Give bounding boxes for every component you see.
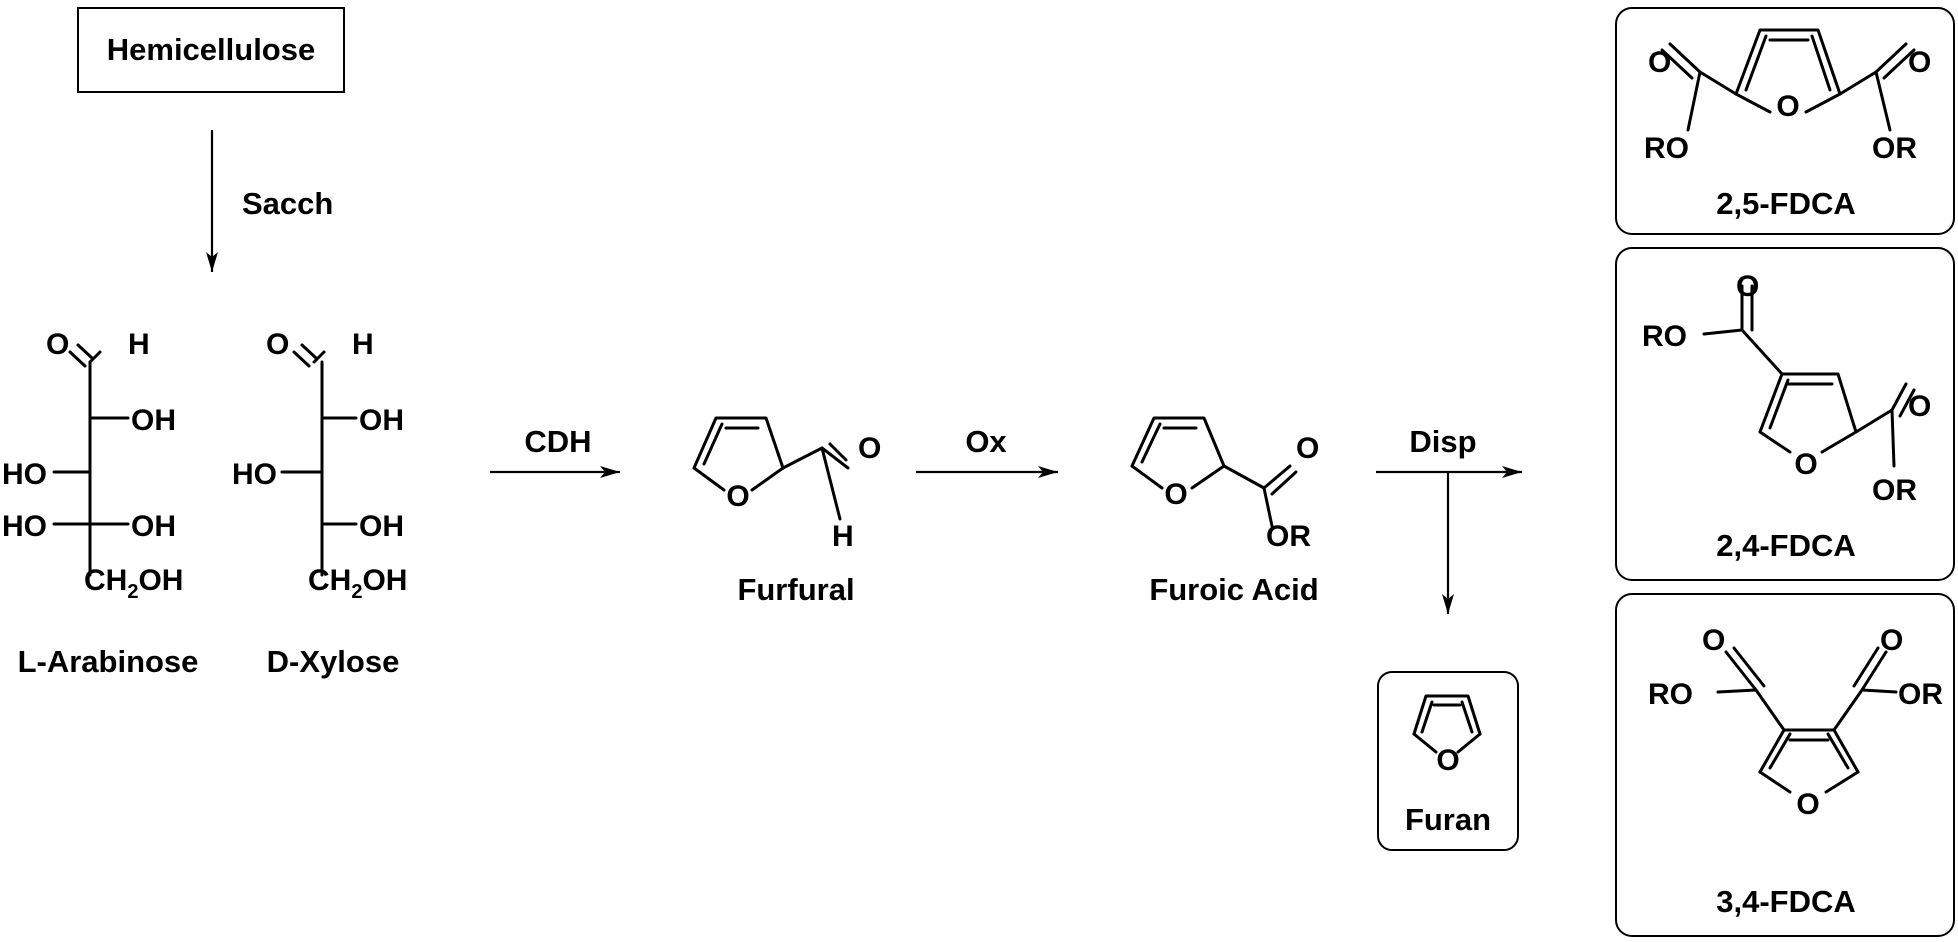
- fdca25-or: OR: [1872, 132, 1917, 165]
- l-arabinose-structure: O H OH HO HO OH CH2OH L-Arabinose: [2, 328, 198, 679]
- fdca24-or: OR: [1872, 474, 1917, 507]
- d-xylose-structure: O H OH HO OH CH2OH D-Xylose: [232, 328, 407, 679]
- furfural-aldehyde-h: H: [832, 520, 854, 553]
- hemicellulose-box: [77, 7, 345, 93]
- furfural-structure: O O H Furfural: [692, 416, 881, 607]
- arabinose-ho-c4: HO: [2, 510, 47, 543]
- fdca-34-node: O O O RO OR 3,4-FDCA: [1615, 593, 1955, 937]
- xylose-ch2oh: CH2OH: [308, 564, 407, 603]
- arabinose-ch2oh: CH2OH: [84, 564, 183, 603]
- furoic-carbonyl-o: O: [1296, 432, 1319, 465]
- fdca34-ring-o: O: [1796, 788, 1819, 821]
- fdca25-name: 2,5-FDCA: [1716, 186, 1856, 221]
- xylose-aldehyde-h: H: [352, 328, 374, 361]
- fdca25-carbonyl-o-left: O: [1648, 46, 1671, 79]
- fdca34-or: OR: [1898, 678, 1943, 711]
- arabinose-name: L-Arabinose: [18, 644, 199, 679]
- furan-box: [1377, 671, 1519, 851]
- xylose-aldehyde-o: O: [266, 328, 289, 361]
- fdca-25-node: O O O RO OR 2,5-FDCA: [1615, 7, 1955, 235]
- fdca24-carbonyl-o-top: O: [1736, 270, 1759, 303]
- sacch-label: Sacch: [242, 186, 333, 221]
- furoic-acid-name: Furoic Acid: [1149, 572, 1318, 607]
- fdca-25-box: [1615, 7, 1955, 235]
- fdca24-ring-o: O: [1794, 448, 1817, 481]
- fdca-24-node: O O O RO OR 2,4-FDCA: [1615, 247, 1955, 581]
- furfural-name: Furfural: [737, 572, 854, 607]
- furan-ring-o: O: [1436, 744, 1459, 777]
- xylose-ho-c3: HO: [232, 458, 277, 491]
- arabinose-aldehyde-o: O: [46, 328, 69, 361]
- xylose-oh-c4: OH: [359, 510, 404, 543]
- arabinose-oh-c4: OH: [131, 510, 176, 543]
- fdca-24-box: [1615, 247, 1955, 581]
- fdca24-ro: RO: [1642, 320, 1687, 353]
- fdca25-ring-o: O: [1776, 90, 1799, 123]
- furoic-ring-o: O: [1164, 478, 1187, 511]
- fdca25-carbonyl-o-right: O: [1908, 46, 1931, 79]
- fdca24-name: 2,4-FDCA: [1716, 528, 1856, 563]
- fdca24-carbonyl-o-right: O: [1908, 390, 1931, 423]
- fdca34-name: 3,4-FDCA: [1716, 884, 1856, 919]
- xylose-oh-c2: OH: [359, 404, 404, 437]
- fdca34-ro: RO: [1648, 678, 1693, 711]
- furan-name: Furan: [1405, 802, 1491, 837]
- xylose-name: D-Xylose: [267, 644, 400, 679]
- cdh-label: CDH: [524, 424, 591, 459]
- arabinose-oh-c2: OH: [131, 404, 176, 437]
- arabinose-aldehyde-h: H: [128, 328, 150, 361]
- furoic-or: OR: [1266, 520, 1311, 553]
- arabinose-ho-c3: HO: [2, 458, 47, 491]
- hemicellulose-label: Hemicellulose: [107, 32, 315, 67]
- furfural-ring-o: O: [726, 480, 749, 513]
- fdca25-ro: RO: [1644, 132, 1689, 165]
- furoic-acid-structure: O O OR Furoic Acid: [1130, 416, 1319, 607]
- disp-label: Disp: [1409, 424, 1476, 459]
- ox-label: Ox: [965, 424, 1007, 459]
- fdca-34-box: [1615, 593, 1955, 937]
- furan-node: O Furan: [1377, 671, 1519, 851]
- furfural-carbonyl-o: O: [858, 432, 881, 465]
- fdca34-carbonyl-o-right: O: [1880, 624, 1903, 657]
- fdca34-carbonyl-o-left: O: [1702, 624, 1725, 657]
- hemicellulose-node: Hemicellulose: [77, 7, 345, 93]
